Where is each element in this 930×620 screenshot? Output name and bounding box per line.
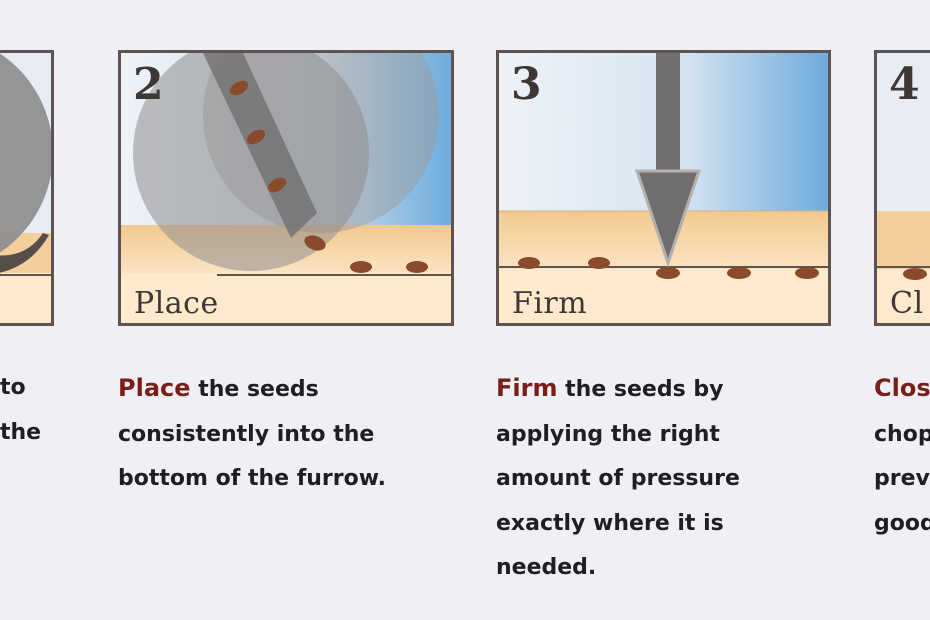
step-4-illustration	[877, 53, 930, 323]
step-3-caption: Firm the seeds by applying the right amo…	[496, 366, 836, 591]
press-arrow-head	[634, 169, 702, 268]
step-3-caption-highlight: Firm	[496, 374, 558, 402]
step-3-panel: 3 Firm	[496, 50, 831, 326]
disc-opener-shape	[0, 53, 51, 253]
step-1-illustration	[0, 53, 51, 323]
step-2-caption-highlight: Place	[118, 374, 191, 402]
step-2-caption-line-2: consistently into the	[118, 421, 375, 447]
step-2-panel: 2 Place	[118, 50, 454, 326]
step-1-caption-line-2: the	[0, 419, 42, 445]
seed-mark	[656, 267, 680, 279]
seed-mark	[406, 261, 428, 273]
seed-mark	[350, 261, 372, 273]
step-1-caption: to the	[0, 366, 60, 455]
step-4-caption-line-4: good	[874, 510, 930, 536]
step-1-caption-line-1: to	[0, 375, 26, 400]
step-4-caption-line-2: chop	[874, 421, 930, 447]
step-3-caption-line-5: needed.	[496, 555, 597, 580]
step-4-label: Cl	[890, 286, 924, 321]
seed-mark	[518, 257, 540, 269]
step-3-caption-line-4: exactly where it is	[496, 510, 724, 536]
seed-mark	[246, 129, 266, 145]
step-4-number: 4	[889, 59, 920, 110]
seed-mark	[229, 80, 249, 96]
step-3-caption-line-3: amount of pressure	[496, 466, 740, 491]
seed-mark	[795, 267, 819, 279]
press-arrow-shaft	[656, 53, 680, 178]
seed-mark	[267, 177, 287, 193]
seed-mark	[588, 257, 610, 269]
step-3-illustration	[499, 53, 828, 323]
seed-mark	[304, 235, 326, 251]
step-4-caption: Clos chop prev good	[874, 366, 930, 546]
step-2-number: 2	[133, 59, 164, 110]
step-3-number: 3	[511, 59, 542, 110]
step-2-illustration	[121, 53, 451, 323]
step-2-caption-line-3: bottom of the furrow.	[118, 466, 387, 491]
step-2-label: Place	[134, 286, 219, 321]
step-4-caption-highlight: Clos	[874, 374, 930, 402]
seed-tube-shape	[203, 53, 317, 238]
seed-mark	[727, 267, 751, 279]
step-3-caption-line-1: the seeds by	[565, 377, 724, 402]
step-2-caption: Place the seeds consistently into the bo…	[118, 366, 458, 502]
step-4-caption-line-3: prev	[874, 466, 930, 491]
step-4-panel: 4 Cl	[874, 50, 930, 326]
step-2-caption-line-1: the seeds	[198, 377, 319, 402]
step-3-caption-line-2: applying the right	[496, 421, 720, 447]
step-3-label: Firm	[512, 286, 588, 321]
seed-mark	[903, 268, 927, 280]
step-1-panel	[0, 50, 54, 326]
